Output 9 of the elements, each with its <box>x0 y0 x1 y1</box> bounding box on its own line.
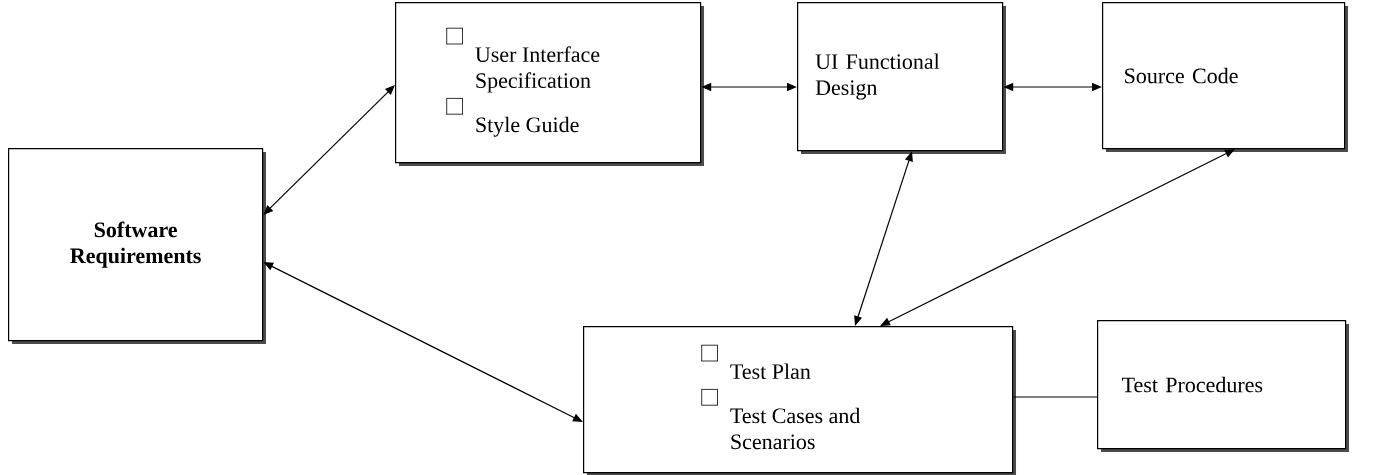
shadowed-box: Source Code <box>1102 2 1348 152</box>
double-arrow <box>880 149 1235 326</box>
shadowed-box: UI Functional Design <box>797 2 1006 154</box>
shadowed-box: Software Requirements <box>8 148 266 344</box>
connector-line <box>1012 396 1098 398</box>
shadowed-box: Test Procedures <box>1097 320 1349 452</box>
shadowed-box: User Interface Specification Style Guide <box>395 2 704 166</box>
double-arrow <box>263 85 395 215</box>
shadowed-box: Test Plan Test Cases and Scenarios <box>583 326 1016 475</box>
